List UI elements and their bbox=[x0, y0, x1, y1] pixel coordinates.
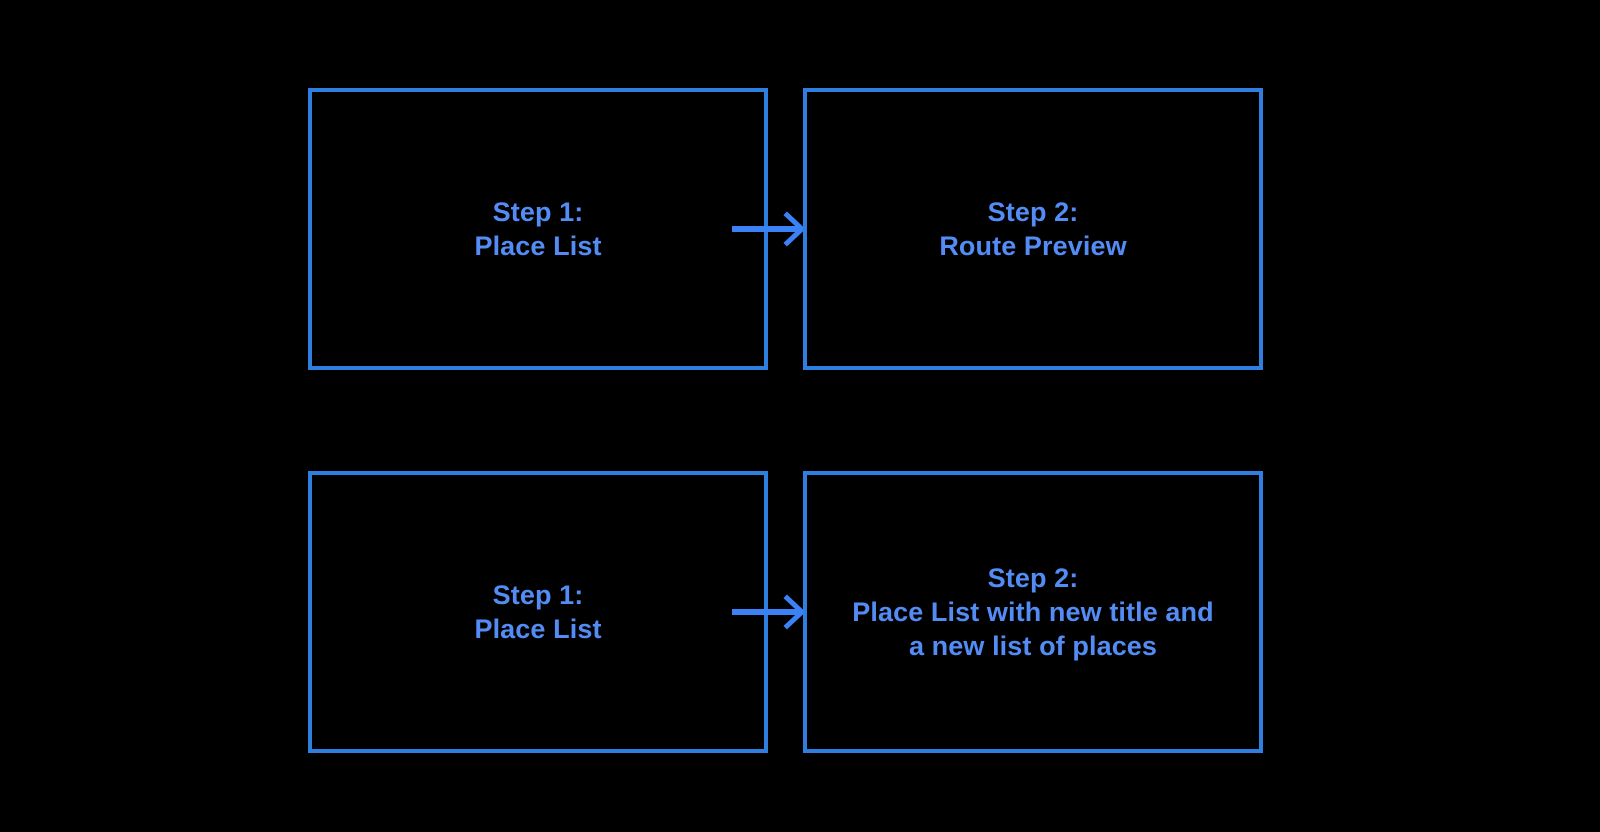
step-box-row1-step1[interactable]: Step 1: Place List bbox=[308, 88, 768, 370]
step-box-row1-step2-label: Step 2: Route Preview bbox=[939, 196, 1127, 261]
step-box-row1-step1-label: Step 1: Place List bbox=[474, 196, 602, 261]
step-box-row2-step2[interactable]: Step 2: Place List with new title and a … bbox=[803, 471, 1263, 753]
flow-row-new-place-list: Step 1: Place List Step 2: Place List wi… bbox=[0, 471, 1600, 761]
flow-row-route-preview: Step 1: Place List Step 2: Route Preview bbox=[0, 88, 1600, 378]
step-box-row2-step2-label: Step 2: Place List with new title and a … bbox=[852, 562, 1214, 662]
step-box-row2-step1-label: Step 1: Place List bbox=[474, 579, 602, 644]
step-box-row1-step2[interactable]: Step 2: Route Preview bbox=[803, 88, 1263, 370]
step-box-row2-step1[interactable]: Step 1: Place List bbox=[308, 471, 768, 753]
